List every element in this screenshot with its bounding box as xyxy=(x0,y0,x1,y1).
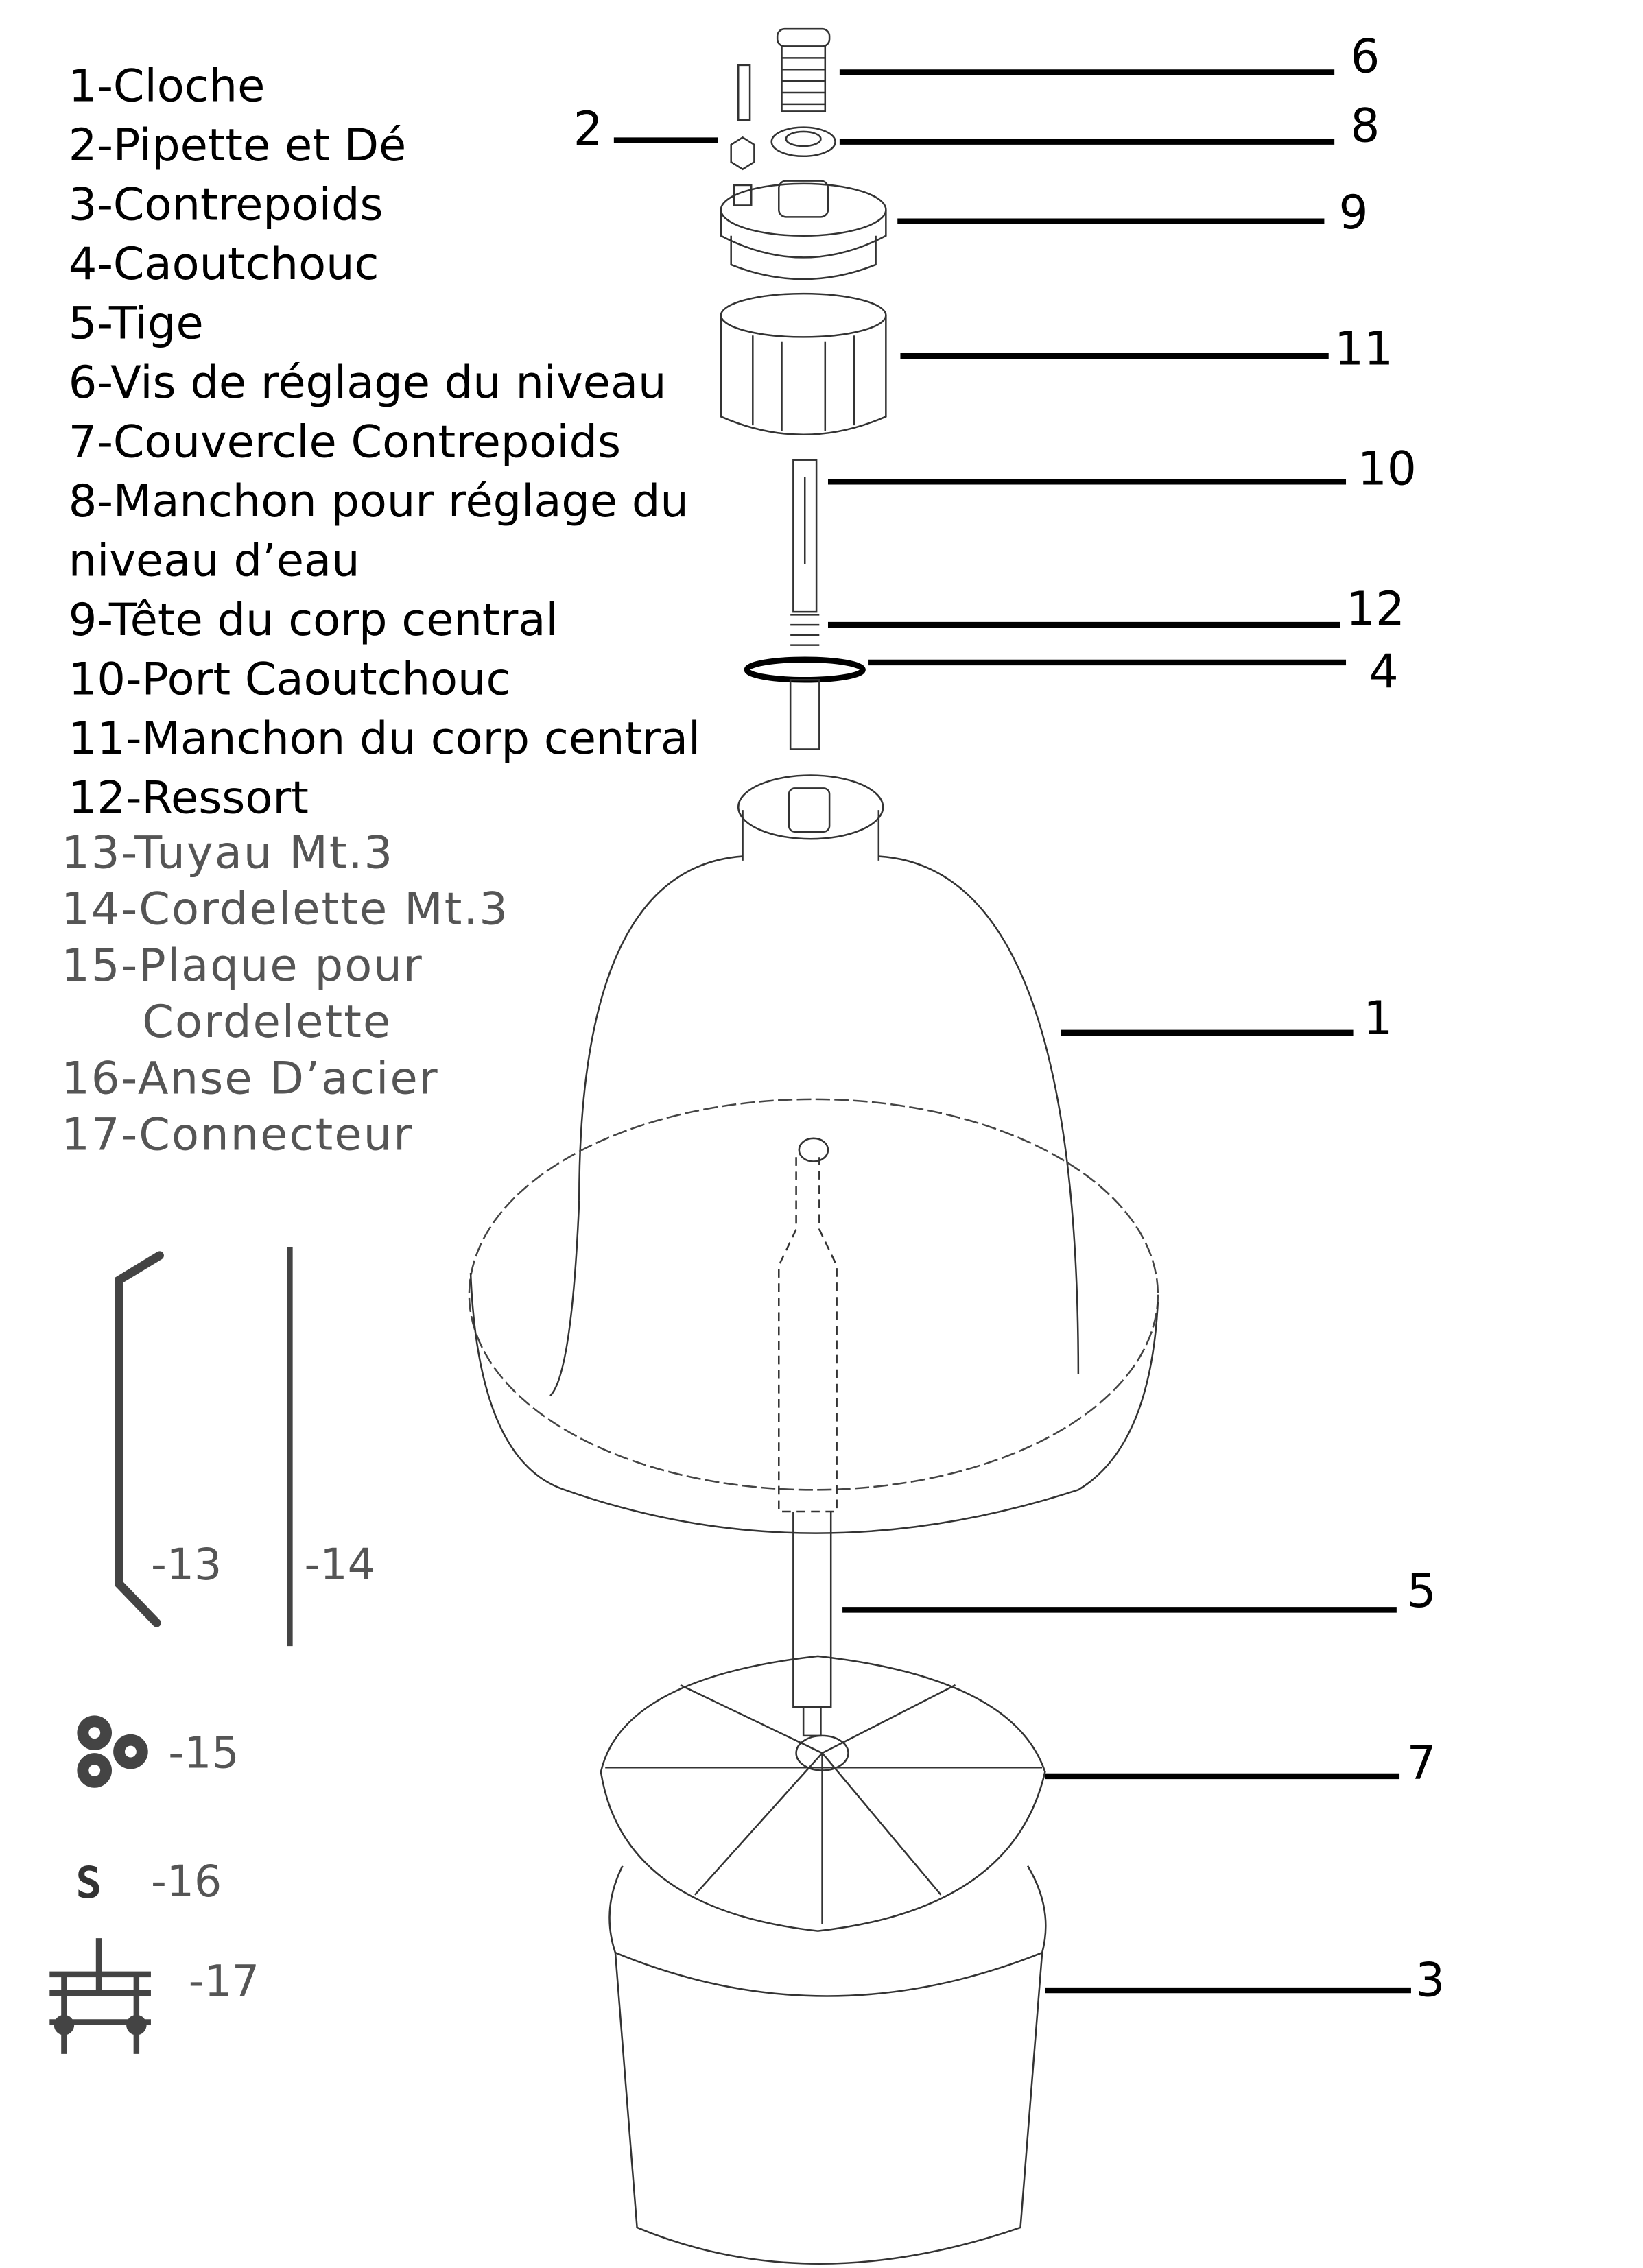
legend-item: 16-Anse D’acier xyxy=(61,1052,439,1104)
callout-4: 4 xyxy=(1369,644,1399,698)
callout-1: 1 xyxy=(1363,991,1393,1045)
parts-legend: 1-Cloche 2-Pipette et Dé 3-Contrepoids 4… xyxy=(61,60,700,1161)
callout-5: 5 xyxy=(1407,1564,1437,1618)
legend-item: niveau d’eau xyxy=(69,534,360,586)
central-body-sleeve-part xyxy=(720,292,887,436)
rubber-port-part xyxy=(744,459,866,750)
accessory-13-label: -13 xyxy=(151,1539,222,1590)
callout-2: 2 xyxy=(574,102,603,156)
legend-item: 9-Tête du corp central xyxy=(69,594,558,646)
rod-part xyxy=(778,1137,838,1737)
legend-item: 10-Port Caoutchouc xyxy=(69,653,511,705)
legend-item: 2-Pipette et Dé xyxy=(69,119,407,171)
accessory-17-label: -17 xyxy=(189,1955,259,2006)
pipette-part xyxy=(730,64,755,206)
counterweight-lid-part xyxy=(600,1655,1046,1932)
callout-6: 6 xyxy=(1350,29,1380,83)
cord-plate-15-icon xyxy=(77,1715,148,1788)
legend-item: 13-Tuyau Mt.3 xyxy=(61,826,394,879)
counterweight-part xyxy=(608,1865,1047,2265)
callout-7: 7 xyxy=(1407,1736,1437,1790)
accessories: -13 -14 -15 S -16 -17 xyxy=(49,1247,375,2054)
legend-item: 4-Caoutchouc xyxy=(69,238,379,290)
central-body-head-part xyxy=(720,180,887,280)
callout-3: 3 xyxy=(1415,1953,1445,2007)
legend-item: Cordelette xyxy=(142,996,392,1048)
legend-item: 3-Contrepoids xyxy=(69,179,383,231)
callout-9: 9 xyxy=(1338,185,1368,239)
bell-part xyxy=(468,774,1159,1534)
connector-17-icon xyxy=(49,1938,151,2054)
water-level-sleeve-part xyxy=(770,126,836,158)
legend-item: 7-Couvercle Contrepoids xyxy=(69,416,621,468)
accessory-15-label: -15 xyxy=(168,1727,239,1778)
legend-item: 11-Manchon du corp central xyxy=(69,713,700,765)
level-screw-part xyxy=(776,27,831,112)
steel-handle-16-icon: S xyxy=(75,1857,102,1908)
pipe-13-icon xyxy=(115,1251,164,1627)
legend-item: 12-Ressort xyxy=(69,772,309,824)
callouts: 6 8 9 11 10 12 4 2 1 5 7 3 xyxy=(574,29,1445,2007)
legend-item: 6-Vis de réglage du niveau xyxy=(69,357,667,409)
accessory-16-label: -16 xyxy=(151,1856,222,1907)
accessory-14-label: -14 xyxy=(305,1539,375,1590)
callout-12: 12 xyxy=(1346,582,1405,636)
legend-item: 15-Plaque pour xyxy=(61,940,423,992)
callout-11: 11 xyxy=(1334,321,1393,375)
legend-item: 8-Manchon pour réglage du xyxy=(69,475,689,527)
callout-8: 8 xyxy=(1350,99,1380,153)
legend-item: 17-Connecteur xyxy=(61,1109,413,1161)
legend-item: 5-Tige xyxy=(69,298,204,350)
legend-item: 1-Cloche xyxy=(69,60,265,112)
legend-item: 14-Cordelette Mt.3 xyxy=(61,883,509,935)
callout-10: 10 xyxy=(1358,442,1417,496)
